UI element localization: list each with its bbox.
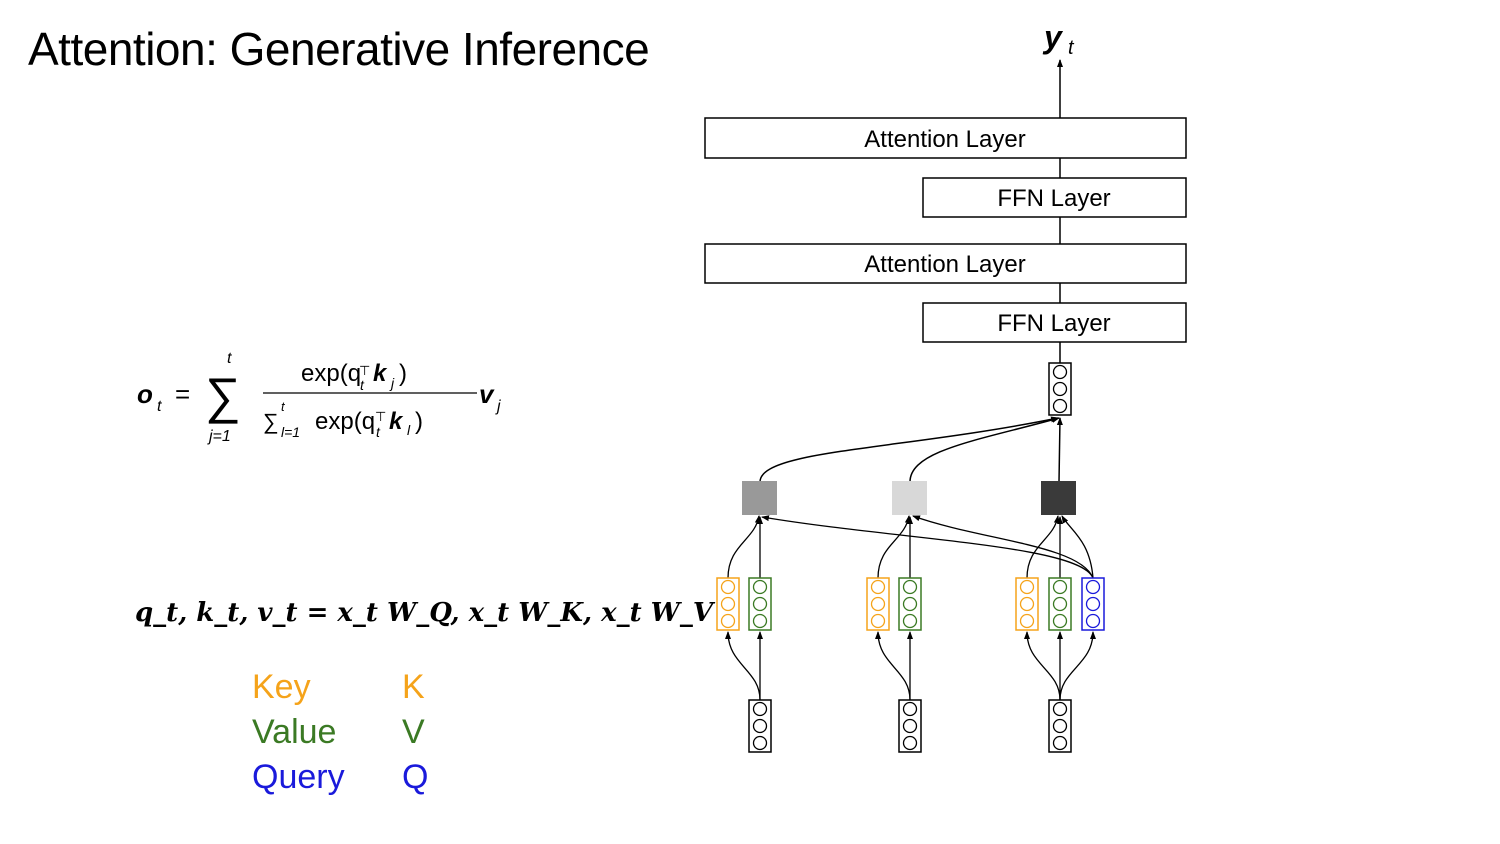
eq-denominator-l: l — [407, 422, 411, 438]
eq-denominator-t: t — [376, 424, 381, 440]
attention-output-equation-svg: o t = ∑ t j=1 exp(q ⊤ t k j ) ∑ t l=1 ex… — [137, 350, 501, 445]
ffn-layer-top: FFN Layer — [922, 177, 1187, 218]
projection-edge — [875, 631, 911, 701]
value-vector-2 — [898, 577, 922, 631]
eq-denominator-upper: t — [281, 399, 286, 414]
eq-denominator-sum: ∑ — [263, 409, 279, 434]
ffn-layer-bottom-label: FFN Layer — [997, 310, 1110, 337]
eq-denominator-lower: l=1 — [281, 424, 300, 440]
eq-denominator-exp: exp(q — [315, 408, 375, 435]
projection-edge — [1059, 631, 1096, 701]
eq-numerator-j: j — [389, 375, 395, 391]
value-vector-3 — [1048, 577, 1072, 631]
eq-v-sub: j — [495, 398, 501, 415]
attention-output-equation: o t = ∑ t j=1 exp(q ⊤ t k j ) ∑ t l=1 ex… — [135, 345, 535, 455]
eq-equals: = — [175, 379, 190, 409]
attention-weight-2 — [892, 481, 927, 515]
eq-numerator-t: t — [360, 377, 365, 393]
eq-denominator-k: k — [389, 408, 404, 435]
eq-denominator-close: ) — [415, 408, 423, 435]
legend-key-letter: K — [402, 668, 425, 707]
eq-sum-sign: ∑ — [205, 368, 241, 424]
key-vector-3 — [1015, 577, 1039, 631]
qkv-equation: q_t, k_t, v_t = x_t W_Q, x_t W_K, x_t W_… — [135, 598, 714, 628]
input-vector-1 — [748, 699, 772, 753]
input-vector-3 — [1048, 699, 1072, 753]
key-vector-1 — [716, 577, 740, 631]
legend-value-letter-text: V — [402, 713, 425, 751]
attention-output-vector — [1048, 362, 1072, 416]
attention-layer-top: Attention Layer — [704, 117, 1187, 159]
attention-layer-top-label: Attention Layer — [864, 126, 1025, 153]
output-y-sub: t — [1068, 37, 1075, 59]
eq-numerator: exp(q — [301, 360, 361, 387]
attention-layer-bottom: Attention Layer — [704, 243, 1187, 284]
eq-numerator-k: k — [373, 360, 388, 387]
legend-key: Key — [252, 668, 311, 707]
legend-query-letter: Q — [402, 758, 428, 797]
eq-numerator-close: ) — [399, 360, 407, 387]
legend-query-letter-text: Q — [402, 758, 429, 796]
legend-query-name: Query — [252, 758, 345, 796]
attention-layer-bottom-label: Attention Layer — [864, 251, 1025, 278]
input-vector-2 — [898, 699, 922, 753]
slide-title: Attention: Generative Inference — [28, 23, 650, 75]
value-vector-1 — [748, 577, 772, 631]
ffn-layer-bottom: FFN Layer — [922, 302, 1187, 343]
kvq-vectors — [716, 577, 1105, 631]
weighted-sum-edges — [759, 416, 1063, 483]
legend-value: Value — [252, 713, 336, 752]
legend-key-letter-text: K — [402, 668, 425, 706]
input-vectors — [725, 631, 1096, 753]
ffn-layer-top-label: FFN Layer — [997, 185, 1110, 212]
eq-transpose-1: ⊤ — [359, 363, 370, 378]
eq-transpose-2: ⊤ — [375, 409, 386, 424]
query-vector-3 — [1081, 577, 1105, 631]
eq-o-sub: t — [157, 398, 162, 415]
eq-v: v — [479, 379, 495, 409]
query-key-edges — [727, 515, 1094, 579]
projection-edge — [1024, 631, 1061, 701]
output-y: y — [1042, 19, 1064, 55]
legend-key-name: Key — [252, 668, 311, 706]
eq-sum-lower: j=1 — [207, 428, 231, 445]
attention-weight-3 — [1041, 481, 1076, 515]
legend-query: Query — [252, 758, 345, 797]
eq-sum-upper: t — [227, 350, 232, 367]
legend-value-letter: V — [402, 713, 425, 752]
attention-weight-1 — [742, 481, 777, 515]
projection-edge — [725, 631, 761, 701]
eq-o: o — [137, 379, 153, 409]
legend-value-name: Value — [252, 713, 337, 751]
key-vector-2 — [866, 577, 890, 631]
